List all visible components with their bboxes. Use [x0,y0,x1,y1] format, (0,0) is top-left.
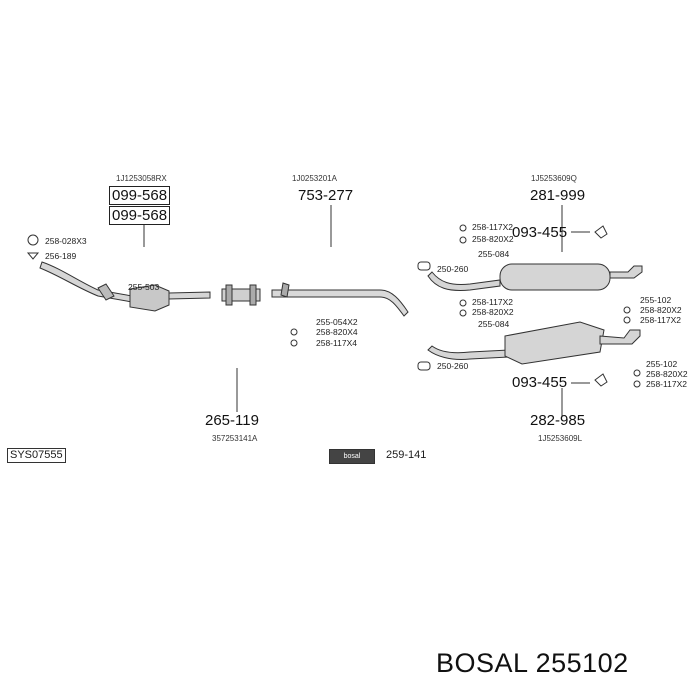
fitting-label-256-189: 256-189 [45,251,77,261]
fitting-label-255-054X2: 255-054X2 [316,317,358,327]
system-code: SYS07555 [7,448,66,463]
part-number-099-568-lower[interactable]: 099-568 [109,206,171,225]
fitting-label-255-102-upper: 255-102 [640,295,672,305]
fitting-label-258-117X2-lower-right: 258-117X2 [646,379,687,389]
fitting-label-255-503: 255-503 [128,282,160,292]
part-number-093-455-upper[interactable]: 093-455 [512,224,568,241]
part-number-265-119[interactable]: 265-119 [205,412,259,429]
fitting-label-255-084-lower: 255-084 [478,319,510,329]
fitting-label-250-260-upper: 250-260 [437,264,469,274]
rear-muffler-lower [427,321,641,365]
bosal-logo-badge: bosal [329,449,375,464]
rear-muffler-upper [427,263,643,291]
fitting-label-258-028X3: 258-028X3 [45,236,87,246]
footer-brand: BOSAL 255102 [436,650,629,677]
part-number-753-277[interactable]: 753-277 [298,187,354,204]
middle-pipe [271,282,409,317]
part-number-099-568-upper[interactable]: 099-568 [109,186,171,205]
fitting-label-258-820X2-lower: 258-820X2 [472,307,514,317]
fitting-label-258-820X2-upper: 258-820X2 [472,234,514,244]
part-number-281-999[interactable]: 281-999 [530,187,586,204]
part-number-282-985[interactable]: 282-985 [530,412,586,429]
oem-code-right-upper: 1J5253609Q [531,174,577,183]
center-clamp [221,284,261,306]
catalytic-converter-pipe [26,234,211,312]
oem-code-lower-middle: 357253141A [212,434,258,443]
fitting-label-258-820X4: 258-820X4 [316,327,358,337]
brand-part-number: 255102 [535,648,629,678]
brand-name: BOSAL [436,648,528,678]
fitting-label-258-117X2-upper: 258-117X2 [472,222,513,232]
fitting-label-255-084-upper: 255-084 [478,249,510,259]
fitting-label-258-117X2-right: 258-117X2 [640,315,681,325]
fitting-label-258-820X2-right: 258-820X2 [640,305,682,315]
fitting-label-258-820X2-lower-right: 258-820X2 [646,369,688,379]
fitting-label-250-260-lower: 250-260 [437,361,469,371]
fitting-icons [290,224,641,388]
oem-code-middle: 1J0253201A [292,174,337,183]
oem-code-left: 1J1253058RX [116,174,167,183]
part-number-259-141[interactable]: 259-141 [386,449,427,461]
fitting-label-255-102-lower: 255-102 [646,359,678,369]
part-number-093-455-lower[interactable]: 093-455 [512,374,568,391]
fitting-label-258-117X2-lower: 258-117X2 [472,297,513,307]
fitting-label-258-117X4: 258-117X4 [316,338,357,348]
oem-code-right-lower: 1J5253609L [538,434,583,443]
